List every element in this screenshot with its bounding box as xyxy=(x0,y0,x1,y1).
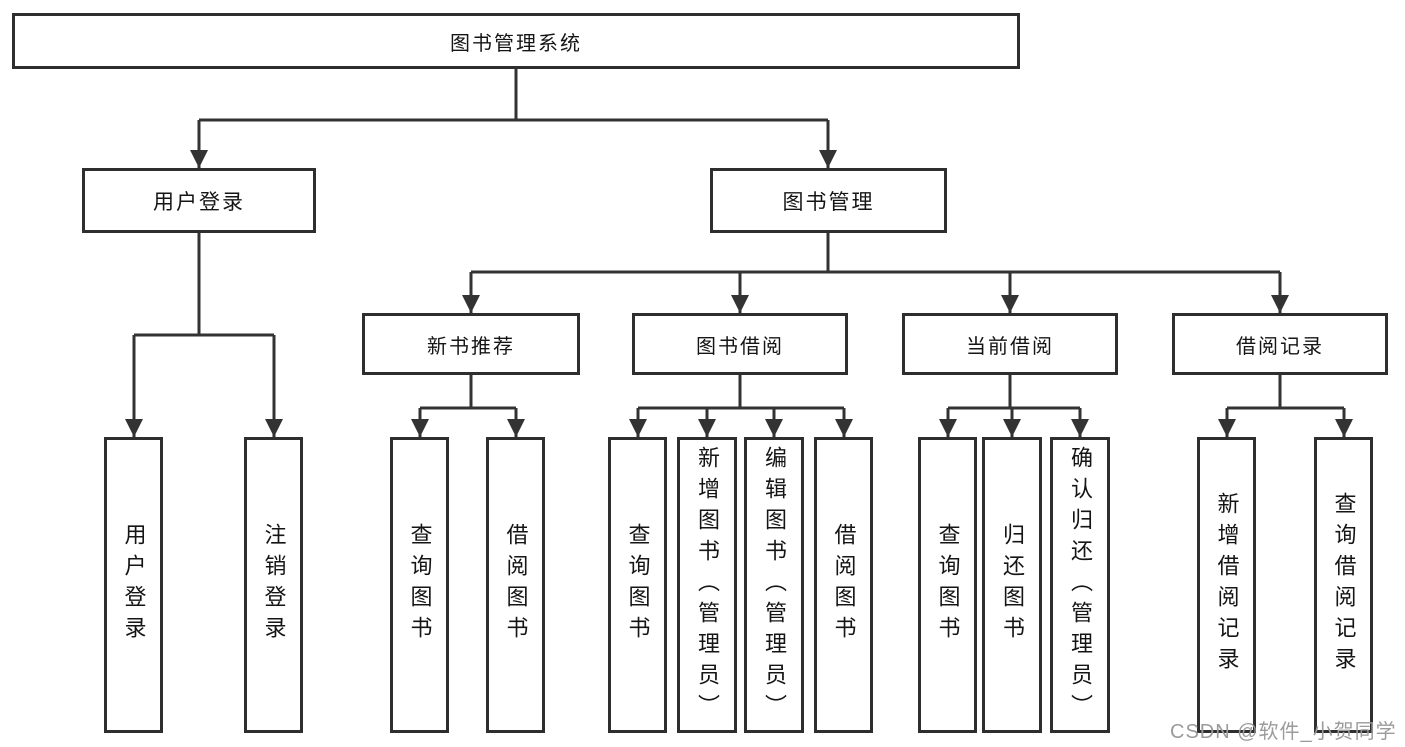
leaf-current-confirm-admin-label: 确认归还（管理员） xyxy=(1068,445,1093,725)
leaf-borrow-book: 借阅图书 xyxy=(814,437,873,733)
leaf-borrow-edit-admin-label: 编辑图书（管理员） xyxy=(762,445,787,725)
node-user-login-label: 用户登录 xyxy=(153,190,245,214)
node-borrow-records: 借阅记录 xyxy=(1172,313,1388,375)
leaf-current-return: 归还图书 xyxy=(982,437,1042,733)
node-book-borrow-label: 图书借阅 xyxy=(696,335,784,358)
leaf-logout-label: 注销登录 xyxy=(261,523,287,647)
connector-borrow-records-branch xyxy=(1227,375,1344,410)
leaf-newbook-borrow-label: 借阅图书 xyxy=(503,523,529,647)
node-root-system: 图书管理系统 xyxy=(12,13,1020,69)
leaf-borrow-edit-admin: 编辑图书（管理员） xyxy=(744,437,804,733)
leaf-records-add-label: 新增借阅记录 xyxy=(1214,492,1240,678)
leaf-borrow-add-admin: 新增图书（管理员） xyxy=(677,437,737,733)
connector-book-mgmt-branch xyxy=(471,233,1280,274)
node-book-borrow: 图书借阅 xyxy=(632,313,848,375)
node-user-login: 用户登录 xyxy=(82,168,316,233)
leaf-current-return-label: 归还图书 xyxy=(1000,523,1025,647)
leaf-newbook-query: 查询图书 xyxy=(390,437,449,733)
watermark: CSDN @软件_小贺同学 xyxy=(1170,721,1397,743)
connector-current-borrow-branch xyxy=(948,375,1080,410)
leaf-user-login-label: 用户登录 xyxy=(121,523,147,647)
connector-user-login-branch xyxy=(134,233,274,337)
leaf-borrow-add-admin-label: 新增图书（管理员） xyxy=(695,445,720,725)
leaf-current-confirm-admin: 确认归还（管理员） xyxy=(1050,437,1110,733)
leaf-records-add: 新增借阅记录 xyxy=(1197,437,1256,733)
node-root-label: 图书管理系统 xyxy=(450,32,582,55)
node-current-borrow-label: 当前借阅 xyxy=(966,335,1054,358)
leaf-logout: 注销登录 xyxy=(244,437,303,733)
connector-new-book-branch xyxy=(420,375,516,410)
connector-book-borrow-branch xyxy=(638,375,844,410)
node-new-book-recommend-label: 新书推荐 xyxy=(427,335,515,358)
leaf-newbook-borrow: 借阅图书 xyxy=(486,437,545,733)
connector-root-branch xyxy=(199,69,828,122)
node-book-management: 图书管理 xyxy=(710,168,947,233)
leaf-records-query-label: 查询借阅记录 xyxy=(1331,492,1357,678)
leaf-current-query-label: 查询图书 xyxy=(935,523,961,647)
leaf-user-login: 用户登录 xyxy=(104,437,163,733)
leaf-borrow-query-label: 查询图书 xyxy=(625,523,651,647)
leaf-borrow-query: 查询图书 xyxy=(608,437,667,733)
node-borrow-records-label: 借阅记录 xyxy=(1236,335,1324,358)
leaf-newbook-query-label: 查询图书 xyxy=(407,523,433,647)
node-book-management-label: 图书管理 xyxy=(782,190,875,214)
node-current-borrow: 当前借阅 xyxy=(902,313,1118,375)
leaf-records-query: 查询借阅记录 xyxy=(1314,437,1373,733)
leaf-current-query: 查询图书 xyxy=(918,437,977,733)
node-new-book-recommend: 新书推荐 xyxy=(362,313,580,375)
leaf-borrow-book-label: 借阅图书 xyxy=(831,523,857,647)
